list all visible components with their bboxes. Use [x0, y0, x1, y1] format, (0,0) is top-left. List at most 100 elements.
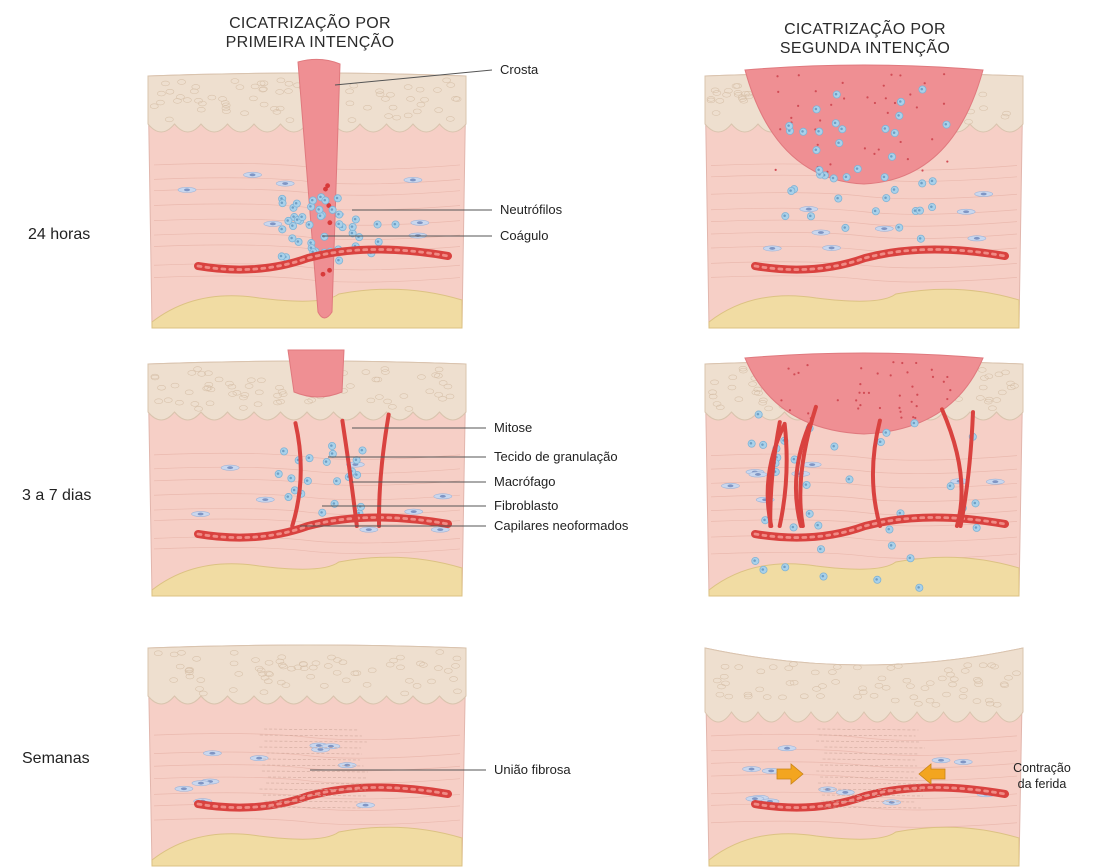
- crust-dot: [909, 93, 911, 95]
- cell-nucleus: [832, 445, 835, 448]
- cell-nucleus: [319, 215, 322, 218]
- cell-nucleus: [752, 797, 758, 800]
- primary-title-line1: CICATRIZAÇÃO POR: [180, 14, 440, 33]
- cell-nucleus: [440, 495, 446, 498]
- cell-nucleus: [893, 131, 896, 134]
- tissue-panel-secondary-3-7-days: [705, 350, 1023, 596]
- crust-dot: [916, 394, 918, 396]
- crust-dot: [860, 367, 862, 369]
- red-cell: [327, 268, 332, 273]
- secondary-title-line2: SEGUNDA INTENÇÃO: [735, 39, 995, 58]
- cell-nucleus: [376, 223, 379, 226]
- cell-nucleus: [308, 223, 311, 226]
- crust-dot: [899, 74, 901, 76]
- cell-nucleus: [330, 444, 333, 447]
- crust-dot: [898, 407, 900, 409]
- cell-nucleus: [981, 193, 987, 196]
- cell-nucleus: [817, 130, 820, 133]
- label-fibroblasto: Fibroblasto: [494, 498, 558, 513]
- crust-dot: [877, 372, 879, 374]
- cell-nucleus: [875, 578, 878, 581]
- cell-nucleus: [296, 218, 299, 221]
- cell-nucleus: [897, 226, 900, 229]
- crust-dot: [911, 401, 913, 403]
- cell-nucleus: [286, 219, 289, 222]
- cell-nucleus: [309, 205, 312, 208]
- cell-nucleus: [363, 804, 369, 807]
- cell-nucleus: [836, 197, 839, 200]
- cell-nucleus: [757, 413, 760, 416]
- cell-nucleus: [768, 770, 774, 773]
- tissue-panel-primary-weeks: [148, 634, 466, 866]
- cell-nucleus: [938, 759, 944, 762]
- cell-nucleus: [306, 479, 309, 482]
- crust-dot: [900, 141, 902, 143]
- cell-nucleus: [209, 752, 215, 755]
- cell-nucleus: [437, 528, 443, 531]
- label-coagulo: Coágulo: [500, 228, 548, 243]
- cell-nucleus: [337, 213, 340, 216]
- crust-dot: [777, 91, 779, 93]
- cell-nucleus: [184, 188, 190, 191]
- crust-dot: [912, 416, 914, 418]
- cell-nucleus: [848, 478, 851, 481]
- cell-nucleus: [331, 452, 334, 455]
- cell-nucleus: [884, 127, 887, 130]
- crust-dot: [859, 404, 861, 406]
- crust-dot: [807, 412, 809, 414]
- tissue-panel-secondary-weeks: [705, 634, 1023, 866]
- crust-dot: [776, 75, 778, 77]
- crust-dot: [931, 138, 933, 140]
- cell-nucleus: [309, 241, 312, 244]
- cell-nucleus: [834, 122, 837, 125]
- crust-dot: [868, 392, 870, 394]
- cell-nucleus: [763, 519, 766, 522]
- crust-dot: [819, 119, 821, 121]
- crust-dot: [793, 373, 795, 375]
- crust-dot: [878, 148, 880, 150]
- crust-dot: [829, 163, 831, 165]
- cell-nucleus: [920, 182, 923, 185]
- cell-nucleus: [755, 473, 761, 476]
- crust-dot: [890, 374, 892, 376]
- red-cell: [325, 183, 330, 188]
- crust-dot: [914, 417, 916, 419]
- cell-nucleus: [311, 199, 314, 202]
- cell-nucleus: [887, 528, 890, 531]
- cell-nucleus: [909, 557, 912, 560]
- crust-dot: [866, 96, 868, 98]
- cell-nucleus: [198, 513, 204, 516]
- cell-nucleus: [337, 223, 340, 226]
- cell-nucleus: [328, 745, 334, 748]
- crust-dot: [815, 90, 817, 92]
- cell-nucleus: [789, 189, 792, 192]
- crust-dot: [797, 105, 799, 107]
- cell-nucleus: [897, 114, 900, 117]
- cell-nucleus: [308, 456, 311, 459]
- crust-dot: [907, 158, 909, 160]
- cell-nucleus: [930, 205, 933, 208]
- cell-nucleus: [825, 788, 831, 791]
- crust-dot: [798, 74, 800, 76]
- stage-label-24h: 24 horas: [28, 226, 90, 244]
- cell-nucleus: [816, 524, 819, 527]
- cell-nucleus: [963, 210, 969, 213]
- cell-nucleus: [783, 214, 786, 217]
- crust-dot: [779, 128, 781, 130]
- cell-nucleus: [913, 422, 916, 425]
- crust-dot: [916, 405, 918, 407]
- cell-nucleus: [355, 458, 358, 461]
- cell-nucleus: [974, 237, 980, 240]
- tissue-block: [705, 65, 1023, 328]
- crust-dot: [906, 371, 908, 373]
- stage-label-weeks: Semanas: [22, 750, 90, 768]
- cell-nucleus: [792, 526, 795, 529]
- cell-nucleus: [354, 218, 357, 221]
- cell-nucleus: [300, 215, 303, 218]
- cell-nucleus: [277, 472, 280, 475]
- cell-nucleus: [411, 510, 417, 513]
- crust-dot: [843, 97, 845, 99]
- cell-nucleus: [292, 206, 295, 209]
- cell-nucleus: [293, 489, 296, 492]
- cell-nucleus: [227, 466, 233, 469]
